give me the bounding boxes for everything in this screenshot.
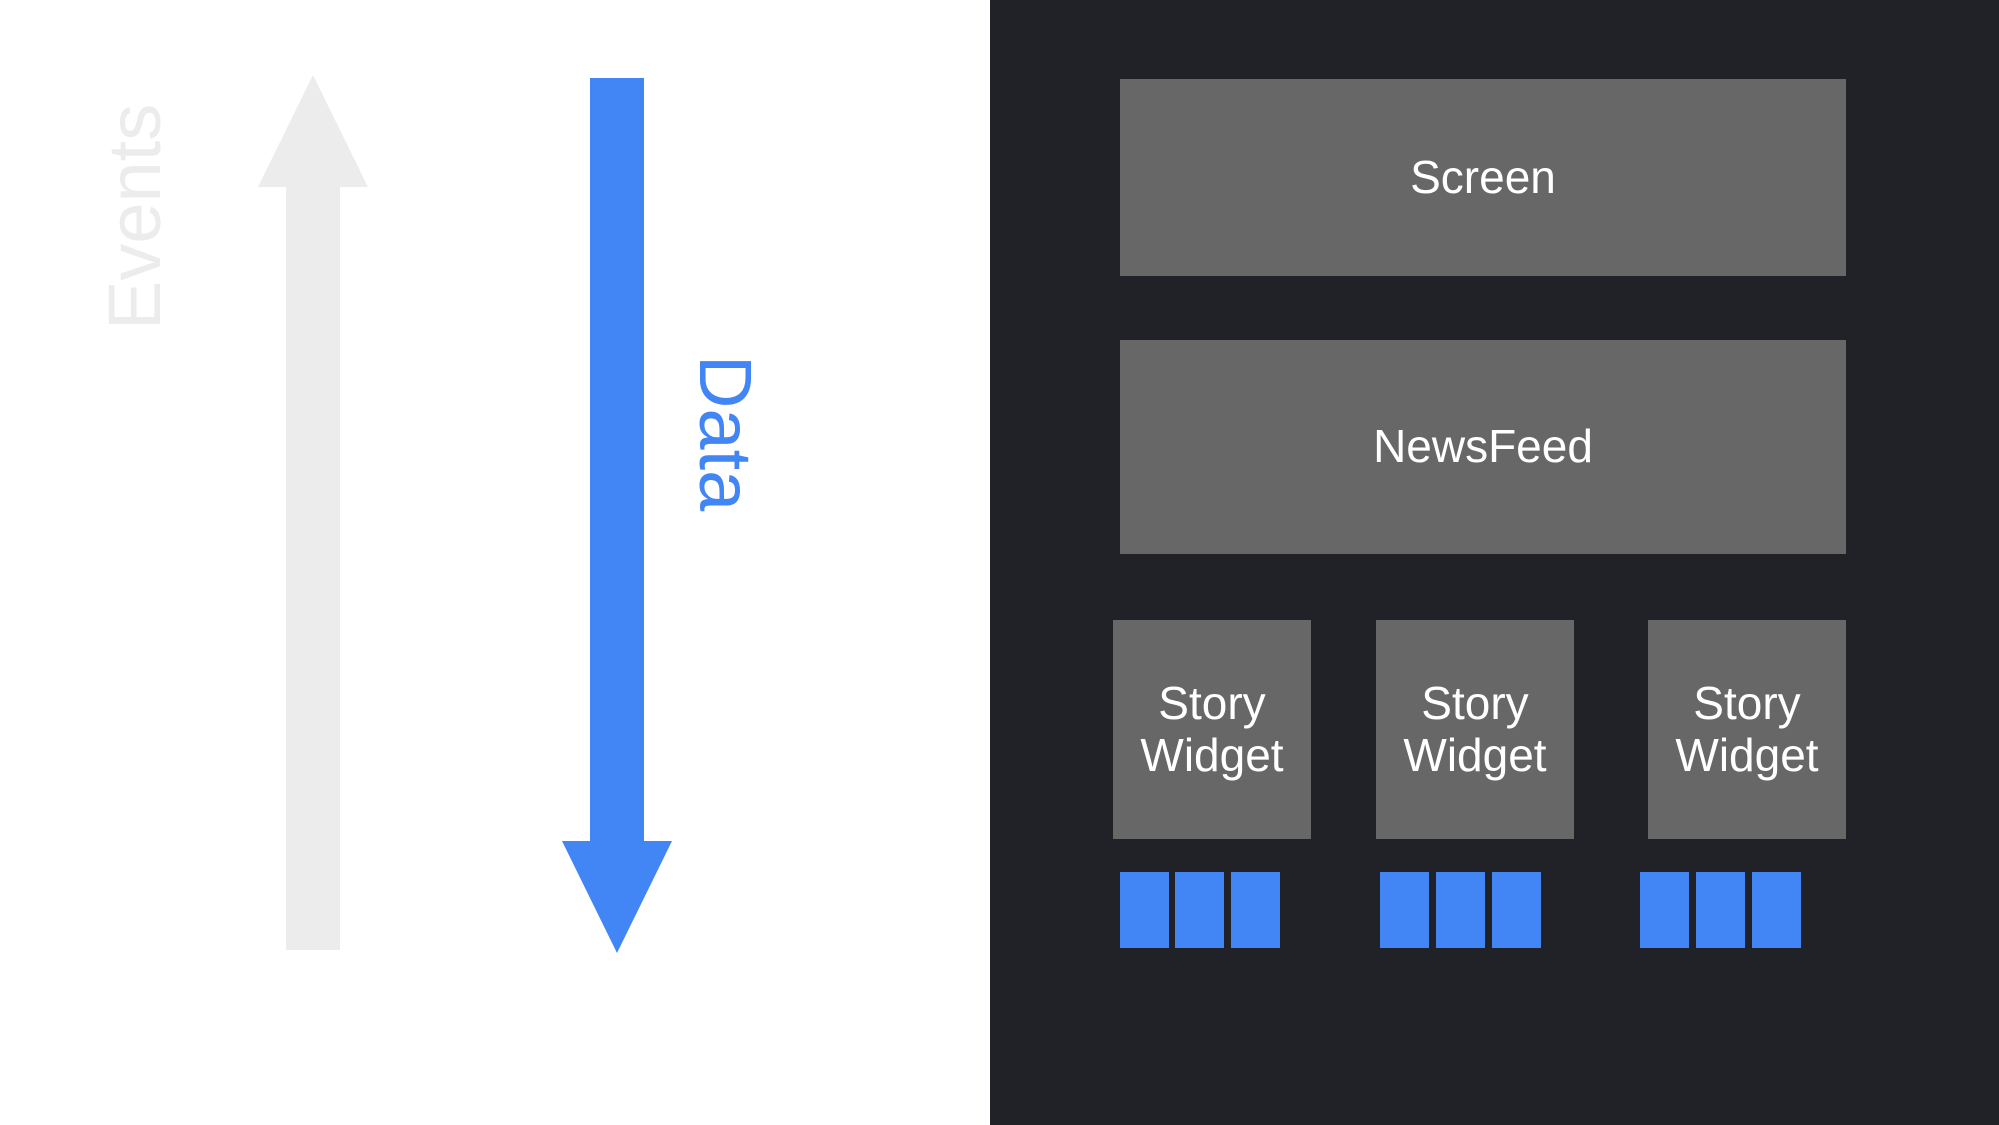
leaf-chip-2-2[interactable]: [1436, 872, 1485, 948]
leaf-chip-1-3[interactable]: [1231, 872, 1280, 948]
data-arrow-icon: [562, 78, 672, 953]
leaf-chip-2-1[interactable]: [1380, 872, 1429, 948]
node-story-widget-2-line1: Story: [1421, 676, 1529, 729]
node-story-widget-2-line2: Widget: [1403, 728, 1547, 781]
node-newsfeed[interactable]: NewsFeed: [1120, 340, 1846, 554]
node-story-widget-3-line1: Story: [1693, 676, 1801, 729]
node-story-widget-1-line1: Story: [1158, 676, 1266, 729]
node-story-widget-2[interactable]: Story Widget: [1376, 620, 1574, 839]
leaf-chip-3-3[interactable]: [1752, 872, 1801, 948]
node-story-widget-3[interactable]: Story Widget: [1648, 620, 1846, 839]
leaf-chip-1-1[interactable]: [1120, 872, 1169, 948]
events-flow-label: Events: [93, 103, 176, 330]
leaf-chip-1-2[interactable]: [1175, 872, 1224, 948]
node-story-widget-1[interactable]: Story Widget: [1113, 620, 1311, 839]
node-story-widget-1-line2: Widget: [1140, 728, 1284, 781]
component-tree-pane: Screen NewsFeed Story Widget Story Widge…: [990, 0, 1999, 1125]
node-story-widget-3-line2: Widget: [1675, 728, 1819, 781]
flow-legend-pane: Events Data: [0, 0, 990, 1125]
events-arrow-icon: [258, 75, 368, 950]
leaf-chip-2-3[interactable]: [1492, 872, 1541, 948]
data-flow-label: Data: [684, 355, 767, 512]
node-screen[interactable]: Screen: [1120, 79, 1846, 276]
leaf-chip-3-1[interactable]: [1640, 872, 1689, 948]
leaf-chip-3-2[interactable]: [1696, 872, 1745, 948]
